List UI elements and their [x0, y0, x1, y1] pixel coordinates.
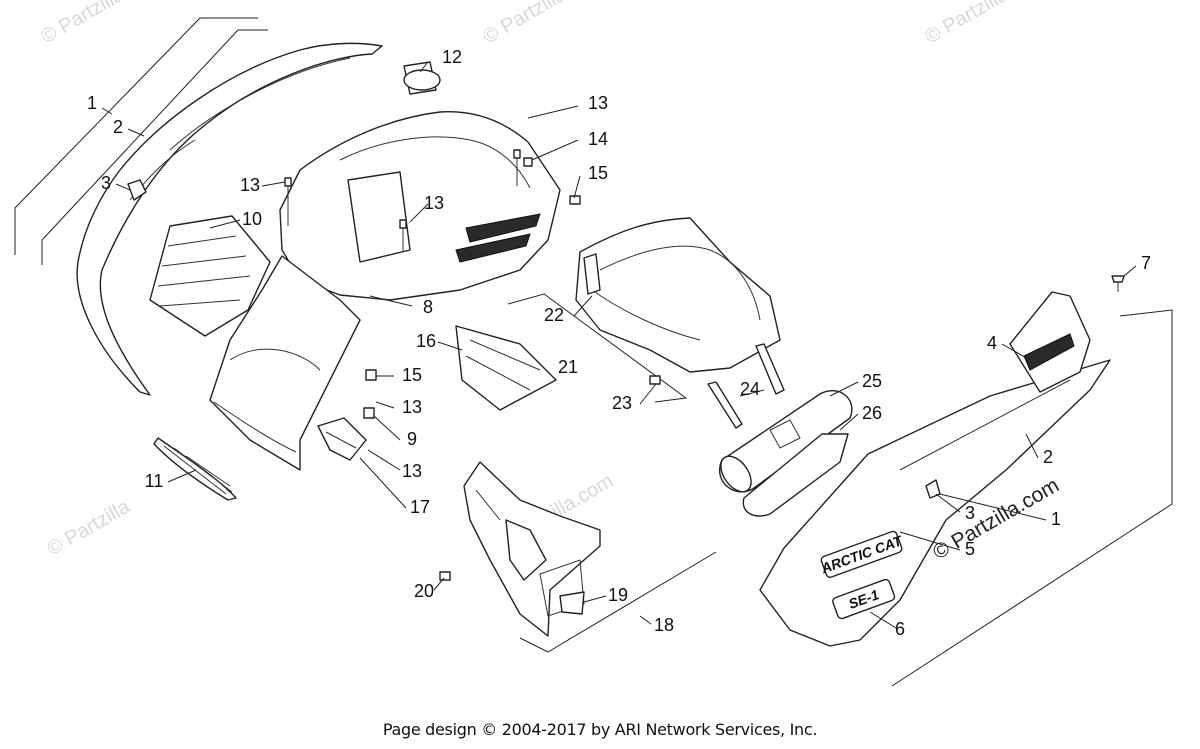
callout-12: 12: [442, 47, 462, 67]
callout-9: 9: [407, 429, 417, 449]
fasteners: [284, 149, 1125, 615]
callout-3: 3: [101, 173, 111, 193]
retaining-straps: [707, 343, 785, 429]
callout-24: 24: [740, 379, 760, 399]
callout-15: 15: [588, 163, 608, 183]
storage-tray: [575, 217, 781, 373]
callout-14: 14: [588, 129, 608, 149]
callout-2: 2: [113, 117, 123, 137]
callout-23: 23: [612, 393, 632, 413]
callout-13: 13: [402, 397, 422, 417]
callout-25: 25: [862, 371, 882, 391]
hood-assembly-left: [76, 42, 383, 396]
callout-13: 13: [240, 175, 260, 195]
callout-5: 5: [965, 539, 975, 559]
callout-2: 2: [1043, 447, 1053, 467]
callout-20: 20: [414, 581, 434, 601]
callout-21: 21: [558, 357, 578, 377]
callout-18: 18: [654, 615, 674, 635]
watermark: © Partzilla: [44, 495, 135, 560]
callout-3: 3: [965, 503, 975, 523]
callout-6: 6: [895, 619, 905, 639]
callout-22: 22: [544, 305, 564, 325]
watermark: © Partzilla: [38, 0, 129, 48]
nose-cowl: [279, 61, 561, 301]
callout-7: 7: [1141, 253, 1151, 273]
lower-nose-shell: [209, 255, 361, 471]
callout-13: 13: [402, 461, 422, 481]
callout-19: 19: [608, 585, 628, 605]
copyright-footer: Page design © 2004-2017 by ARI Network S…: [382, 720, 818, 739]
exploded-parts-diagram: © Partzilla © Partzilla © Partzilla © Pa…: [14, 0, 1173, 687]
tool-tube-cradle: [742, 433, 849, 517]
windshield-panel: [455, 325, 557, 411]
assembly-frames: [14, 17, 1173, 687]
leader-lines: [101, 61, 1137, 629]
watermark: © Partzilla: [922, 0, 1013, 48]
vent-grille: [149, 215, 271, 337]
headlight-lens: [153, 437, 237, 501]
callout-8: 8: [423, 297, 433, 317]
tool-tube: [719, 389, 853, 493]
mount-brackets: [317, 369, 377, 461]
callout-16: 16: [416, 331, 436, 351]
callout-1: 1: [1051, 509, 1061, 529]
callout-13: 13: [424, 193, 444, 213]
lower-belly-panel: [463, 461, 601, 637]
callout-labels: 1 1 2 2 3 3 4 5 6 7 8 9 10 11 12 13 13 1…: [87, 47, 1151, 639]
callout-10: 10: [242, 209, 262, 229]
watermark: © Partzilla: [480, 0, 571, 48]
callout-1: 1: [87, 93, 97, 113]
callout-15: 15: [402, 365, 422, 385]
callout-26: 26: [862, 403, 882, 423]
callout-4: 4: [987, 333, 997, 353]
callout-17: 17: [410, 497, 430, 517]
callout-13: 13: [588, 93, 608, 113]
callout-11: 11: [145, 471, 164, 491]
side-panel-right: [759, 291, 1111, 647]
